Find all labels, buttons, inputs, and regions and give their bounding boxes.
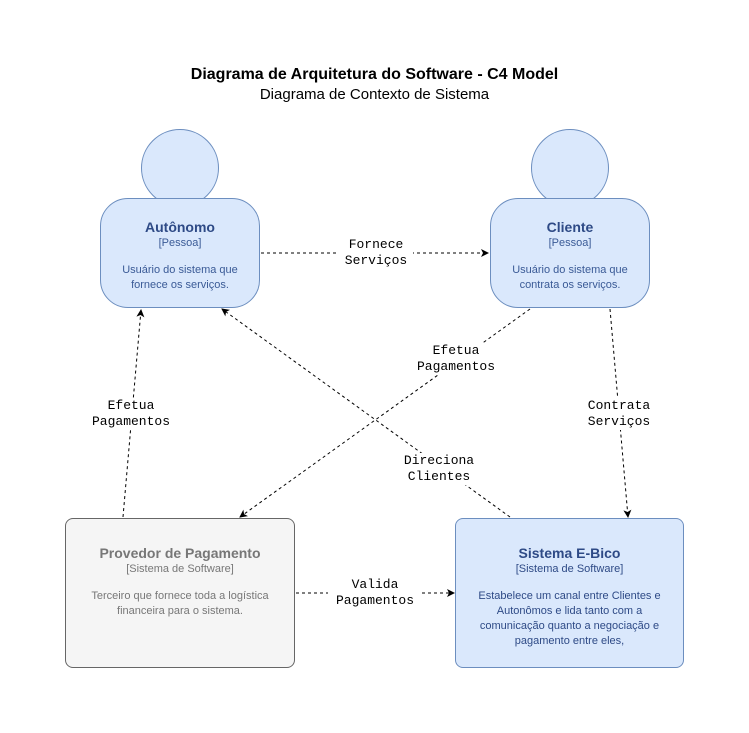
cliente-head [531, 129, 609, 207]
diagram-title: Diagrama de Arquitetura do Software - C4… [190, 66, 559, 83]
provedor-type: [Sistema de Software] [126, 563, 234, 575]
edge-label-cliente-efetua-pagamentos: Efetua Pagamentos [411, 343, 501, 375]
autonomo-type: [Pessoa] [158, 237, 202, 249]
edge-label-provedor-efetua-pagamentos: Efetua Pagamentos [86, 398, 176, 430]
provedor-node[interactable]: Provedor de Pagamento [Sistema de Softwa… [65, 518, 295, 668]
edge-direciona-clientes [221, 308, 511, 518]
cliente-name: Cliente [546, 219, 594, 235]
ebico-name: Sistema E-Bico [518, 545, 621, 561]
autonomo-node[interactable]: Autônomo [Pessoa] Usuário do sistema que… [100, 198, 260, 308]
autonomo-description: Usuário do sistema que fornece os serviç… [122, 264, 238, 291]
autonomo-head [141, 129, 219, 207]
ebico-description: Estabelece um canal entre Clientes e Aut… [478, 590, 661, 647]
autonomo-name: Autônomo [145, 219, 215, 235]
cliente-type: [Pessoa] [548, 237, 592, 249]
cliente-description: Usuário do sistema que contrata os servi… [512, 264, 628, 291]
edge-label-contrata-servicos: Contrata Serviços [580, 398, 658, 430]
edge-label-fornece-servicos: Fornece Serviços [339, 237, 413, 269]
ebico-type: [Sistema de Software] [515, 563, 624, 575]
provedor-description: Terceiro que fornece toda a logística fi… [91, 590, 269, 617]
edge-label-valida-pagamentos: Valida Pagamentos [328, 577, 422, 609]
provedor-name: Provedor de Pagamento [99, 545, 261, 561]
ebico-node[interactable]: Sistema E-Bico [Sistema de Software] Est… [455, 518, 684, 668]
diagram-subtitle: Diagrama de Contexto de Sistema [259, 86, 490, 103]
edge-label-direciona-clientes: Direciona Clientes [396, 453, 482, 485]
cliente-node[interactable]: Cliente [Pessoa] Usuário do sistema que … [490, 198, 650, 308]
edge-cliente-efetua-pagamentos [239, 308, 531, 518]
